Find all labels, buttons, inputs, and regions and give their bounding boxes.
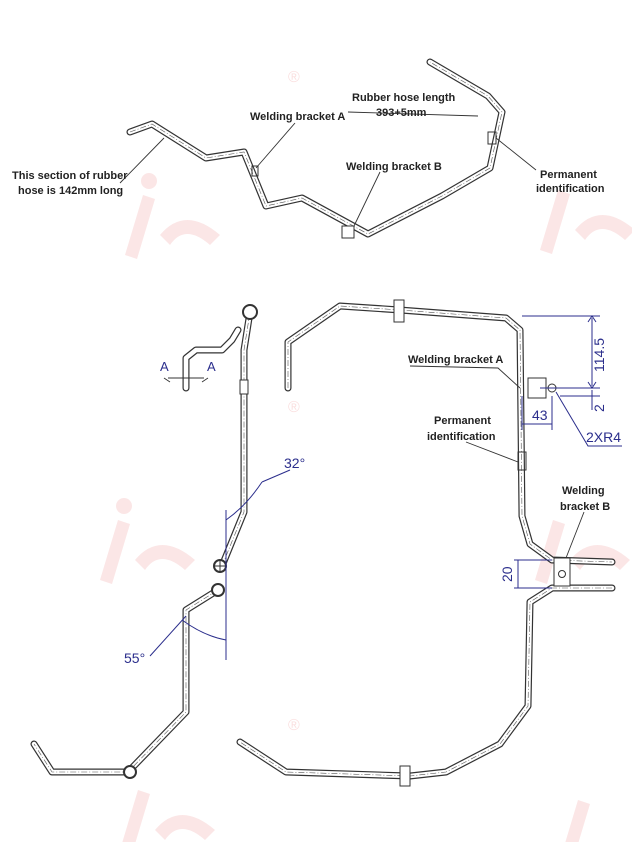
right-view: 114.5 2 43 2XR4 20 Welding bracket A Per…: [236, 299, 622, 787]
end-cap-lower: [211, 583, 225, 597]
leader-right-identification: [465, 441, 519, 463]
leader-bracket-b: [353, 171, 381, 227]
leader-right-bracket-a: [409, 365, 521, 389]
leader-rubber: [119, 137, 165, 184]
bracket-a-mark: [251, 165, 259, 177]
section-mark-left: A: [160, 359, 169, 374]
left-pipe-lower: [30, 586, 222, 776]
leader-hose-length: [347, 111, 479, 117]
watermark-group: ® ® ®: [100, 69, 632, 842]
watermark-logo: [565, 800, 590, 842]
permanent-identification-label-2: identification: [536, 183, 605, 195]
watermark-logo: [540, 190, 632, 254]
leader-identification: [495, 137, 537, 171]
watermark-registered: ®: [288, 717, 300, 734]
permanent-identification-label-1: Permanent: [540, 169, 597, 181]
right-welding-bracket-b-2: bracket B: [560, 501, 610, 513]
watermark-registered: ®: [288, 399, 300, 416]
watermark-logo: [535, 520, 630, 584]
rubber-section-label-1: This section of rubber: [12, 170, 128, 182]
end-cap-top: [242, 304, 258, 320]
bracket-b-hole: [558, 570, 566, 578]
top-clamp: [393, 299, 405, 323]
dim-2: 2: [591, 404, 607, 412]
bottom-clamp: [399, 765, 411, 787]
end-cap-bottom: [123, 765, 137, 779]
angle-55-arc: [149, 615, 227, 657]
identification-plate: [517, 451, 527, 471]
right-permanent-identification-1: Permanent: [434, 415, 491, 427]
dim-radius: 2XR4: [586, 429, 621, 445]
right-permanent-identification-2: identification: [427, 431, 496, 443]
dim-radius-leader: [555, 391, 622, 447]
watermark-logo: [100, 498, 195, 584]
dim-20: 20: [499, 566, 515, 582]
left-view: A A 32° 55°: [30, 304, 305, 779]
dim-20-lines: [514, 559, 552, 589]
left-pipe-upper: [218, 308, 254, 570]
angle-32-arc: [225, 481, 263, 660]
top-view: This section of rubber hose is 142mm lon…: [12, 58, 605, 239]
angle-32-label: 32°: [284, 455, 305, 471]
watermark-logo: [125, 173, 220, 259]
dim-43: 43: [532, 407, 548, 423]
watermark-registered: ®: [288, 69, 300, 86]
right-pipe-upper: [284, 302, 616, 566]
bracket-b-mark: [341, 225, 355, 239]
welding-bracket-b-label: Welding bracket B: [346, 161, 442, 173]
right-welding-bracket-b-1: Welding: [562, 485, 605, 497]
section-a-detail: A A: [160, 326, 242, 392]
welding-bracket-a-label: Welding bracket A: [250, 111, 345, 123]
rubber-section-label-2: hose is 142mm long: [18, 185, 123, 197]
right-welding-bracket-a-label: Welding bracket A: [408, 354, 503, 366]
hose-length-label: Rubber hose length: [352, 92, 456, 104]
leader-right-bracket-b: [565, 511, 585, 559]
watermark-logo: [122, 790, 215, 842]
dim-114-5: 114.5: [591, 338, 607, 372]
dim-114-lines: [522, 315, 600, 389]
dim-43-lines: [521, 396, 553, 430]
right-pipe-lower: [236, 584, 616, 780]
angle-55-label: 55°: [124, 650, 145, 666]
leader-bracket-a: [255, 122, 296, 169]
top-pipe: [126, 58, 506, 238]
upper-bracket: [239, 379, 249, 395]
hose-length-value: 393+5mm: [376, 107, 427, 119]
section-mark-right: A: [207, 359, 216, 374]
